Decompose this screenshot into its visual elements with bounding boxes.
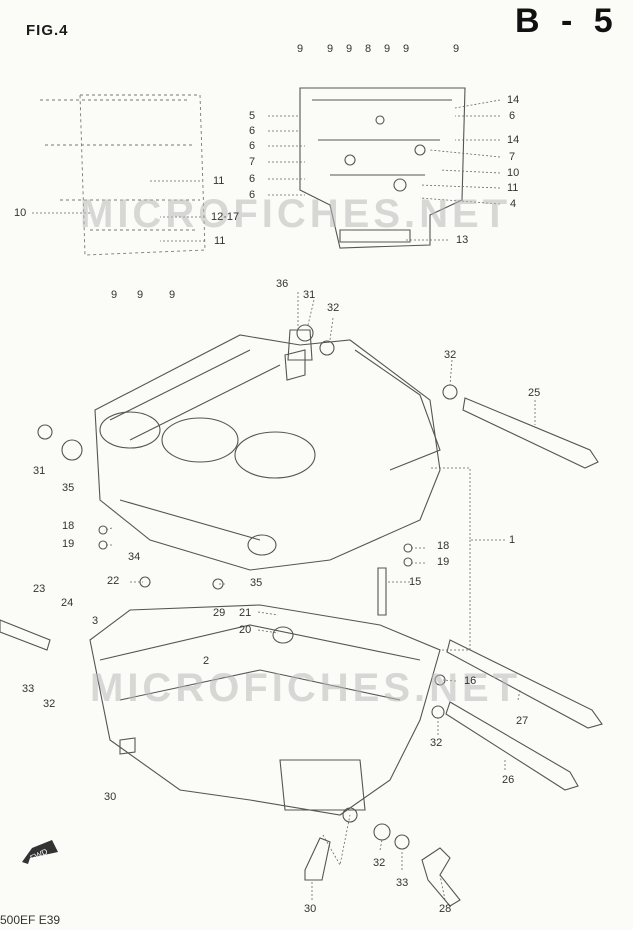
upper-crankcase: [94, 329, 441, 571]
callout-5: 5: [249, 110, 256, 122]
callout-32: 32: [327, 302, 340, 314]
callout-9: 9: [327, 43, 334, 55]
callout-6: 6: [249, 189, 256, 201]
callout-3: 3: [92, 615, 99, 627]
callout-31: 31: [303, 289, 316, 301]
callout-9: 9: [384, 43, 391, 55]
callout-30: 30: [104, 791, 117, 803]
callout-34: 34: [128, 551, 141, 563]
callout-32: 32: [444, 349, 457, 361]
callout-9: 9: [111, 289, 118, 301]
callout-35: 35: [250, 577, 263, 589]
callout-14: 14: [507, 134, 520, 146]
callout-19: 19: [62, 538, 75, 550]
callout-9: 9: [346, 43, 353, 55]
callout-14: 14: [507, 94, 520, 106]
callout-30: 30: [304, 903, 317, 915]
callout-18: 18: [437, 540, 450, 552]
callout-26: 26: [502, 774, 515, 786]
callout-9: 9: [403, 43, 410, 55]
section-label: B - 5: [515, 2, 619, 40]
callout-32: 32: [373, 857, 386, 869]
figure-number: FIG.4: [26, 22, 69, 39]
callout-32: 32: [430, 737, 443, 749]
callout-21: 21: [239, 607, 252, 619]
callout-10: 10: [507, 167, 520, 179]
inset-oil-pan: [40, 87, 466, 256]
callout-25: 25: [528, 387, 541, 399]
callout-13: 13: [456, 234, 469, 246]
callout-20: 20: [239, 624, 252, 636]
callout-6: 6: [249, 125, 256, 137]
fwd-arrow-icon: FWD: [22, 840, 58, 864]
callout-29: 29: [213, 607, 226, 619]
callout-36: 36: [276, 278, 289, 290]
callout-32: 32: [43, 698, 56, 710]
callout-7: 7: [509, 151, 516, 163]
callout-15: 15: [409, 576, 422, 588]
callout-33: 33: [396, 877, 409, 889]
callout-1: 1: [509, 534, 516, 546]
callout-23: 23: [33, 583, 46, 595]
callout-22: 22: [107, 575, 120, 587]
long-bolts: [0, 397, 603, 791]
callout-9: 9: [297, 43, 304, 55]
callout-24: 24: [61, 597, 74, 609]
callout-8: 8: [365, 43, 372, 55]
callout-6: 6: [509, 110, 516, 122]
callout-6: 6: [249, 140, 256, 152]
callout-9: 9: [137, 289, 144, 301]
callout-10: 10: [14, 207, 27, 219]
callout-9: 9: [169, 289, 176, 301]
callout-16: 16: [464, 675, 477, 687]
callout-7: 7: [249, 156, 256, 168]
callout-28: 28: [439, 903, 452, 915]
callout-19: 19: [437, 556, 450, 568]
callout-11: 11: [213, 175, 225, 187]
callout-33: 33: [22, 683, 35, 695]
lower-crankcase: [89, 604, 441, 823]
callout-11: 11: [507, 182, 519, 194]
callout-11: 11: [214, 235, 226, 247]
leader-lines: [32, 99, 536, 901]
watermark-upper: MICROFICHES.NET: [80, 192, 512, 236]
callout-12-17: 12·17: [211, 211, 240, 223]
callout-2: 2: [203, 655, 210, 667]
callout-4: 4: [510, 198, 517, 210]
callout-6: 6: [249, 173, 256, 185]
callout-18: 18: [62, 520, 75, 532]
callout-35: 35: [62, 482, 75, 494]
watermark-lower: MICROFICHES.NET: [90, 666, 522, 710]
model-code: 500EF E39: [0, 913, 61, 927]
callout-27: 27: [516, 715, 529, 727]
callout-9: 9: [453, 43, 460, 55]
callout-31: 31: [33, 465, 46, 477]
